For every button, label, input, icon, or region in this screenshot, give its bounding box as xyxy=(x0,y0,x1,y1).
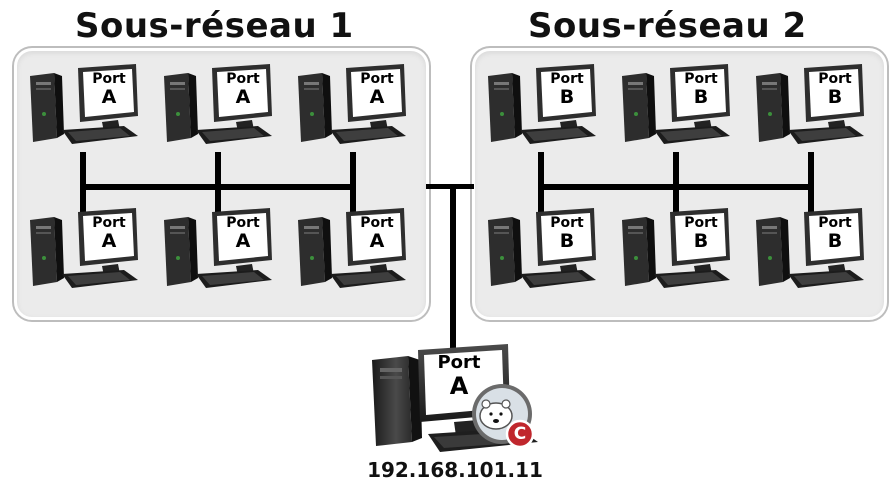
port-letter: B xyxy=(693,86,709,108)
subnet-2-drop xyxy=(808,152,814,218)
subnet-2-title: Sous-réseau 2 xyxy=(528,6,807,46)
port-label: Port xyxy=(550,215,584,231)
subnet-2-drop xyxy=(673,152,679,218)
port-letter: B xyxy=(827,86,843,108)
c-badge-letter: C xyxy=(513,424,527,444)
server-uplink xyxy=(450,184,456,354)
port-label: Port xyxy=(226,71,260,87)
server-computer: Port A C xyxy=(368,342,548,457)
port-letter: A xyxy=(235,230,251,252)
port-label: Port xyxy=(226,215,260,231)
server-screen-text: Port A xyxy=(428,352,490,400)
port-label: Port xyxy=(550,71,584,87)
port-letter: A xyxy=(101,86,117,108)
port-label: Port xyxy=(684,71,718,87)
port-letter: B xyxy=(827,230,843,252)
port-label: Port xyxy=(684,215,718,231)
port-letter: A xyxy=(449,372,469,400)
port-letter: B xyxy=(559,230,575,252)
port-label: Port xyxy=(92,215,126,231)
port-label: Port xyxy=(818,215,852,231)
port-letter: A xyxy=(101,230,117,252)
subnet-1-drop xyxy=(350,152,356,218)
subnet-1-drop xyxy=(215,152,221,218)
server-ip-address: 192.168.101.11 xyxy=(367,458,543,482)
port-label: Port xyxy=(818,71,852,87)
port-label: Port xyxy=(437,352,481,373)
port-letter: A xyxy=(369,86,385,108)
port-label: Port xyxy=(360,71,394,87)
port-letter: A xyxy=(369,230,385,252)
subnet-2-drop xyxy=(538,152,544,218)
subnet-1-title: Sous-réseau 1 xyxy=(75,6,354,46)
port-letter: B xyxy=(693,230,709,252)
port-label: Port xyxy=(360,215,394,231)
port-letter: B xyxy=(559,86,575,108)
port-label: Port xyxy=(92,71,126,87)
subnet-1-drop xyxy=(80,152,86,218)
port-letter: A xyxy=(235,86,251,108)
